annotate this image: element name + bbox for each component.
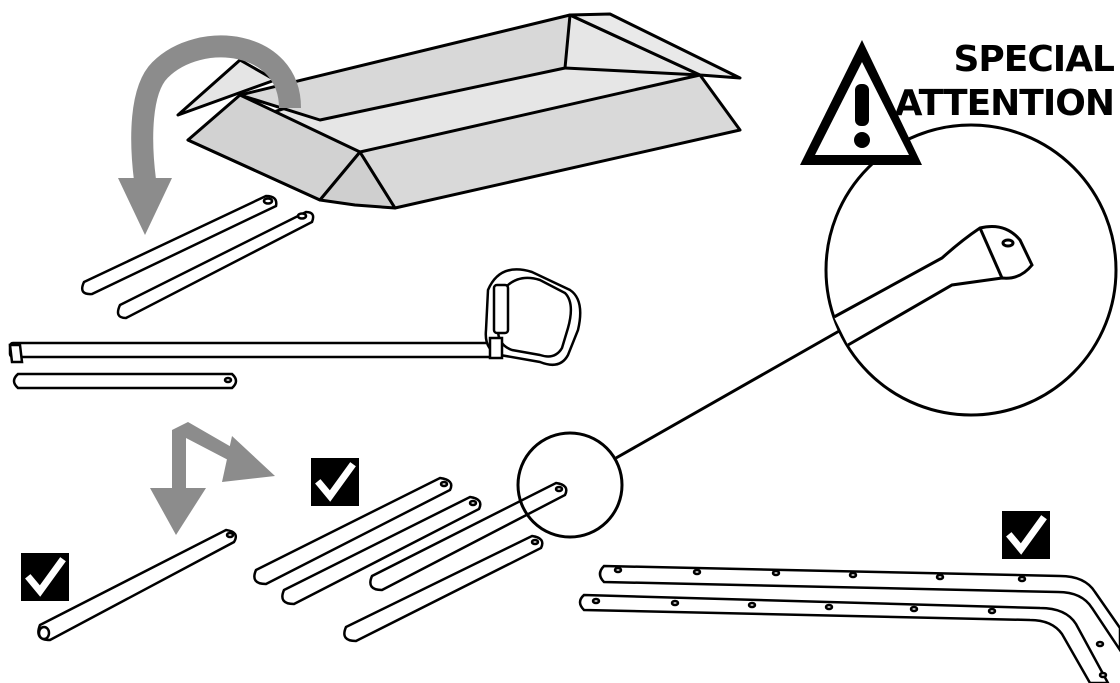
bent-rails: [578, 564, 1120, 683]
warning-line-1: SPECIAL: [953, 39, 1115, 80]
special-attention-label: SPECIAL ATTENTION: [894, 38, 1115, 126]
warning-line-2: ATTENTION: [894, 83, 1115, 124]
tube-group-middle: [253, 476, 568, 643]
warning-triangle-icon: [800, 40, 922, 165]
split-arrow-icon: [150, 422, 275, 535]
checkmark-icon: [1002, 511, 1050, 559]
checkmark-icon: [21, 553, 69, 601]
tube-pair-top: [81, 194, 315, 320]
curved-arrow-icon: [118, 35, 301, 235]
cardboard-box: [176, 12, 742, 210]
tube-measured: [12, 372, 238, 390]
tube-single: [37, 528, 237, 642]
zoom-circle-icon: [516, 123, 1118, 539]
checkmark-icon: [311, 458, 359, 506]
tape-measure-icon: [8, 268, 582, 367]
